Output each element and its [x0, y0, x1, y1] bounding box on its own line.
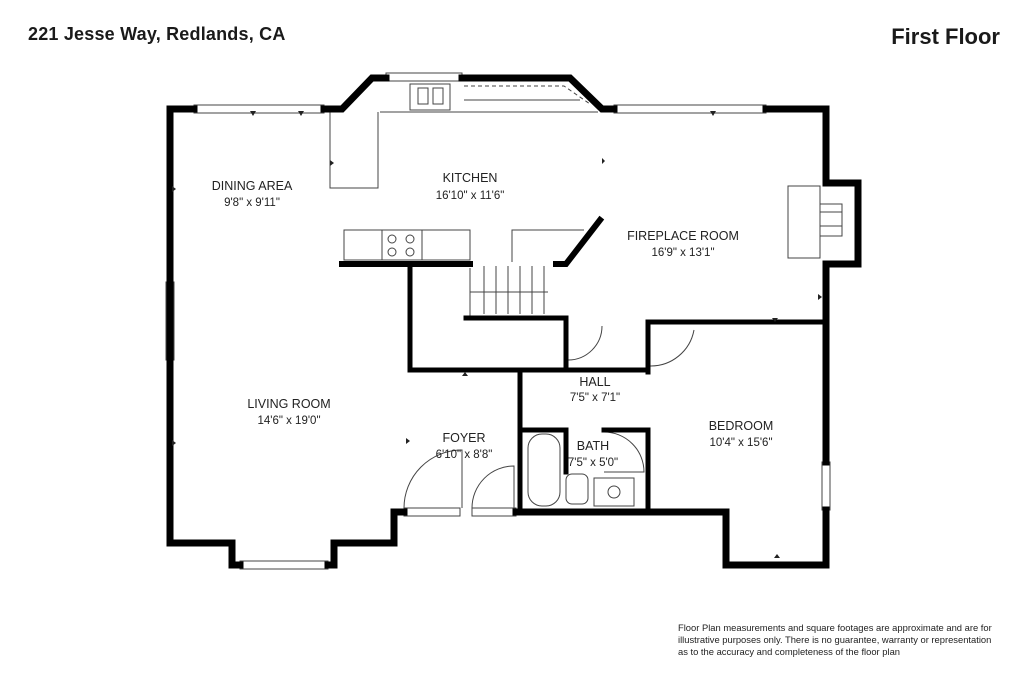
fixtures — [329, 83, 843, 507]
room-name-bath: BATH — [577, 439, 609, 453]
door-swings — [403, 325, 695, 509]
room-dims-bath: 7'5" x 5'0" — [568, 457, 618, 469]
room-name-foyer: FOYER — [442, 431, 485, 445]
room-dims-foyer: 6'10" x 8'8" — [436, 449, 493, 461]
disclaimer: Floor Plan measurements and square foota… — [678, 622, 1008, 658]
room-dims-kitchen: 16'10" x 11'6" — [436, 190, 505, 202]
room-name-hall: HALL — [579, 375, 610, 389]
walls — [166, 74, 862, 569]
markers — [172, 111, 822, 558]
room-name-dining-area: DINING AREA — [212, 179, 293, 193]
disclaimer-line-3: as to the accuracy and completeness of t… — [678, 646, 901, 657]
room-name-living-room: LIVING ROOM — [247, 397, 330, 411]
room-name-fireplace-room: FIREPLACE ROOM — [627, 229, 739, 243]
staircase — [469, 266, 566, 317]
room-labels: DINING AREA 9'8" x 9'11" KITCHEN 16'10" … — [212, 171, 774, 469]
room-dims-dining-area: 9'8" x 9'11" — [224, 197, 280, 209]
floor-label: First Floor — [891, 24, 1000, 49]
disclaimer-line-2: illustrative purposes only. There is no … — [678, 634, 992, 645]
room-dims-bedroom: 10'4" x 15'6" — [709, 437, 772, 449]
room-dims-hall: 7'5" x 7'1" — [570, 392, 620, 404]
room-name-kitchen: KITCHEN — [443, 171, 498, 185]
property-address: 221 Jesse Way, Redlands, CA — [28, 24, 286, 44]
room-dims-fireplace-room: 16'9" x 13'1" — [651, 247, 714, 259]
room-dims-living-room: 14'6" x 19'0" — [257, 415, 320, 427]
disclaimer-line-1: Floor Plan measurements and square foota… — [678, 622, 992, 633]
room-name-bedroom: BEDROOM — [709, 419, 774, 433]
